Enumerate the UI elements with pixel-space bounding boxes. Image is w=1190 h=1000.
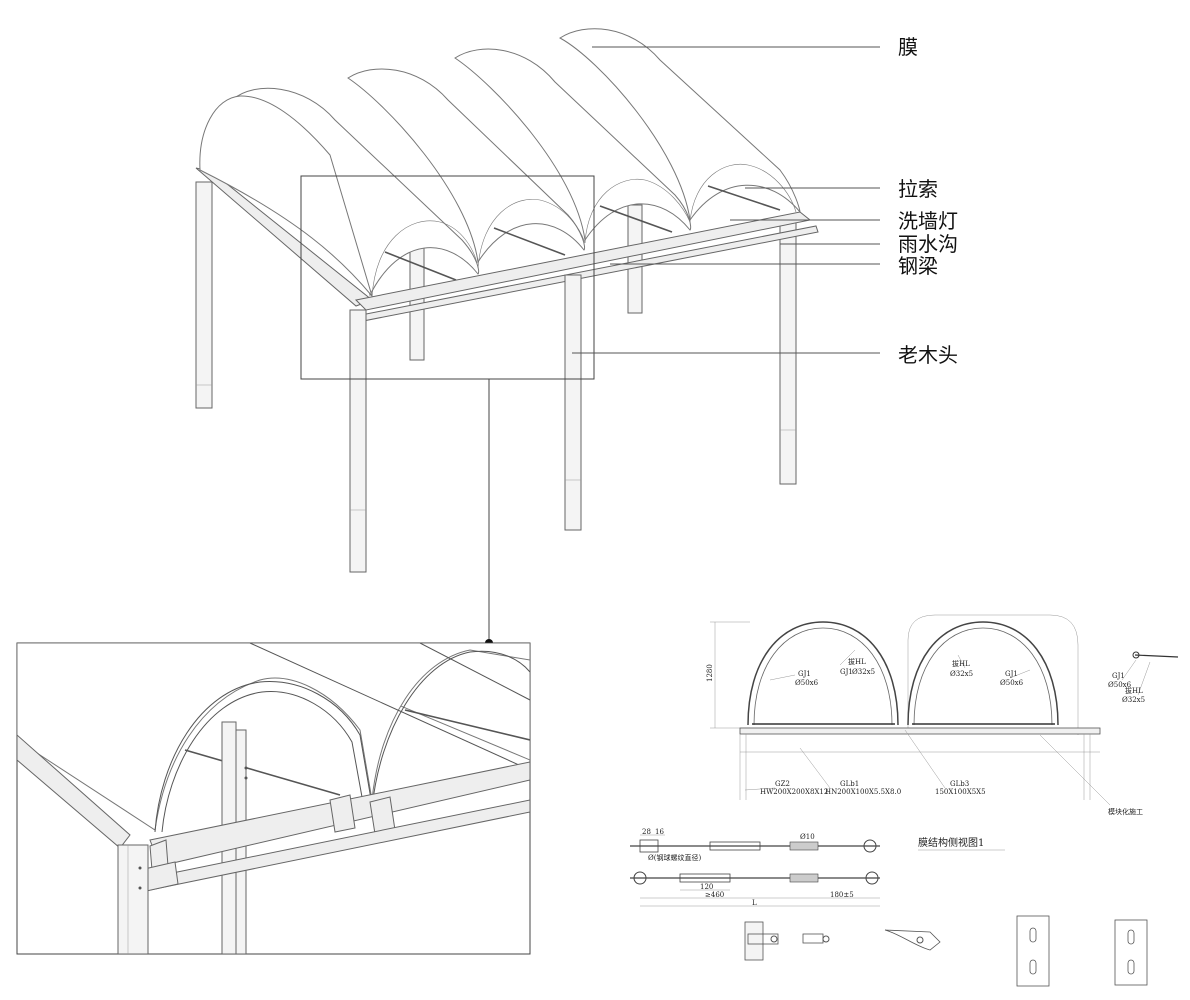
section-view: 1280 GJ1 Ø50x6 拔HL GJ1 xyxy=(706,614,1179,816)
svg-text:Ø32x5: Ø32x5 xyxy=(950,670,973,678)
cable-4 xyxy=(707,185,781,211)
arch-rib-4 xyxy=(689,163,797,223)
membrane-shell-3 xyxy=(454,48,692,242)
svg-text:16: 16 xyxy=(655,828,664,836)
callout-cable: 拉索 xyxy=(898,177,938,201)
dim-height: 1280 xyxy=(706,664,714,682)
membrane-shell-2 xyxy=(347,68,586,264)
svg-text:≥460: ≥460 xyxy=(705,891,724,899)
post-back-mid xyxy=(627,204,643,314)
callout-leaders xyxy=(572,46,880,354)
callout-wash-light: 洗墙灯 xyxy=(898,209,958,233)
svg-text:GLb3: GLb3 xyxy=(950,780,969,788)
cable-3 xyxy=(599,205,673,233)
cable-2 xyxy=(493,227,566,256)
svg-text:180±5: 180±5 xyxy=(830,891,854,899)
svg-text:GJ1: GJ1 xyxy=(1005,670,1018,678)
svg-text:拔HL: 拔HL xyxy=(1125,686,1143,695)
svg-text:Ø50x6: Ø50x6 xyxy=(1000,679,1024,687)
svg-text:GLb1: GLb1 xyxy=(840,780,859,788)
svg-text:GJ1: GJ1 xyxy=(798,670,811,678)
callout-gutter: 雨水沟 xyxy=(898,232,958,256)
svg-text:Ø10: Ø10 xyxy=(800,833,815,841)
svg-text:拔HL: 拔HL xyxy=(848,657,866,666)
svg-text:Ø32x5: Ø32x5 xyxy=(852,668,875,676)
svg-text:HN200X100X5.5X8.0: HN200X100X5.5X8.0 xyxy=(825,788,901,796)
callout-old-wood: 老木头 xyxy=(898,343,958,367)
membrane-end-face xyxy=(199,95,373,297)
svg-text:28: 28 xyxy=(642,828,651,836)
post-back-left xyxy=(195,181,213,409)
svg-text:GZ2: GZ2 xyxy=(775,780,790,788)
svg-text:Ø32x5: Ø32x5 xyxy=(1122,696,1145,704)
arch-rib-3 xyxy=(584,178,691,244)
callout-membrane: 膜 xyxy=(898,35,918,59)
svg-text:模块化施工: 模块化施工 xyxy=(1108,807,1143,816)
svg-text:GJ1: GJ1 xyxy=(840,668,853,676)
svg-text:拔HL: 拔HL xyxy=(952,659,970,668)
svg-text:L: L xyxy=(752,899,757,907)
svg-text:HW200X200X8X12: HW200X200X8X12 xyxy=(760,788,828,796)
section-title: 膜结构侧视图1 xyxy=(918,836,984,849)
detail-frame xyxy=(300,175,595,380)
svg-text:Ø(钢球螺纹直径): Ø(钢球螺纹直径) xyxy=(648,853,701,862)
arch-rib-1 xyxy=(371,220,479,299)
callout-steel-beam: 钢梁 xyxy=(898,254,938,278)
svg-text:Ø50x6: Ø50x6 xyxy=(795,679,819,687)
small-parts xyxy=(744,915,1148,987)
svg-text:GJ1: GJ1 xyxy=(1112,672,1125,680)
canopy-isometric xyxy=(195,28,819,573)
svg-text:150X100X5X5: 150X100X5X5 xyxy=(935,788,986,796)
rod-detail: 28 16 Ø10 Ø(钢球螺纹直径) 120 ≥460 180±5 L 膜结构… xyxy=(630,828,1005,907)
post-front-mid xyxy=(564,274,582,531)
arch-rib-2 xyxy=(477,198,586,269)
cable-1 xyxy=(384,251,457,281)
post-front-left xyxy=(349,309,367,573)
svg-text:120: 120 xyxy=(700,883,713,891)
svg-text:Ø50x6: Ø50x6 xyxy=(1108,681,1132,689)
enlarged-detail xyxy=(16,642,531,955)
